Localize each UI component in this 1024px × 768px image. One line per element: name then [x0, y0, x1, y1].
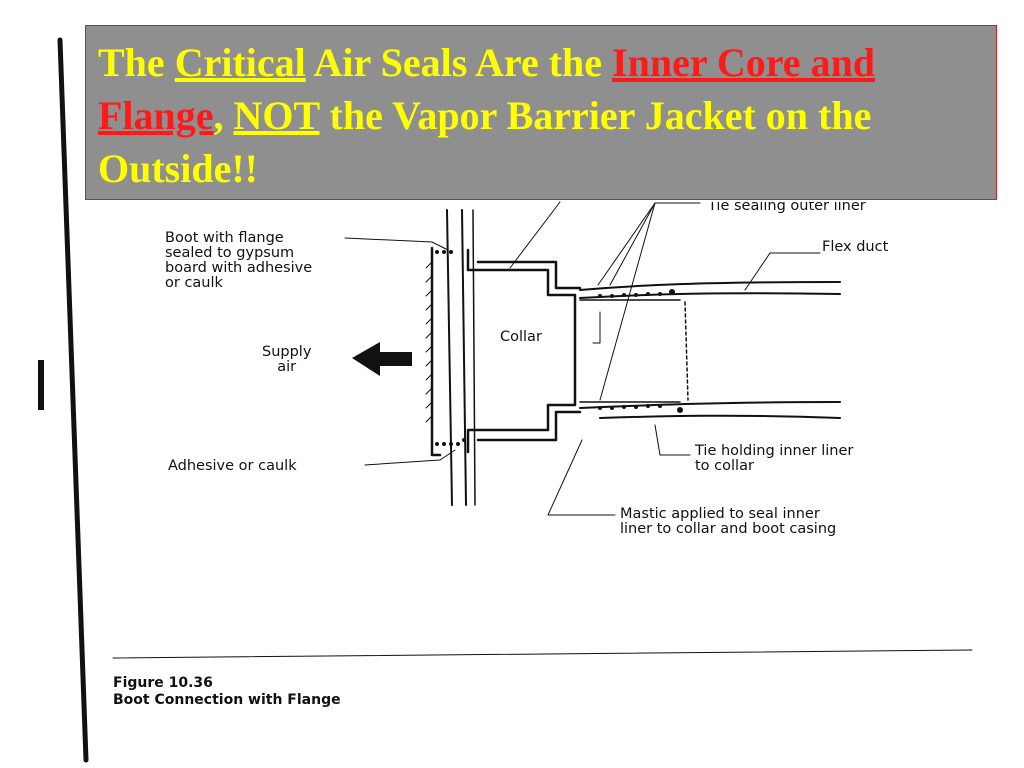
callout-text-1: The [98, 40, 175, 85]
leader-lines [344, 201, 821, 516]
callout-not: NOT [233, 93, 320, 138]
label-collar: Collar [500, 329, 542, 345]
supply-air-arrow [352, 342, 412, 376]
figure-caption: Figure 10.36 Boot Connection with Flange [113, 675, 341, 709]
page-binding-edge [57, 37, 89, 763]
label-supply-air: Supply air [262, 344, 312, 375]
figure-number: Figure 10.36 [113, 675, 213, 691]
sealant-dots [435, 250, 683, 446]
label-adhesive-caulk: Adhesive or caulk [168, 458, 297, 474]
callout-text-4: the Vapor Barrier Jacket on the Outside!… [98, 93, 872, 191]
callout-critical: Critical [174, 40, 306, 85]
callout-inner-core-flange: Inner Core and Flange [98, 40, 876, 138]
grille-hatching [425, 261, 433, 423]
callout-text-3: , [213, 93, 234, 138]
callout-text-2: Air Seals Are the [305, 40, 613, 85]
boot-casing [430, 246, 582, 457]
label-flex-duct: Flex duct [822, 239, 889, 255]
label-tie-outer-liner: Tie sealing outer liner [708, 198, 866, 214]
critical-seals-callout: The Critical Air Seals Are the Inner Cor… [85, 25, 997, 200]
gypsum-wall [446, 209, 476, 506]
label-mastic: Mastic applied to seal inner liner to co… [620, 506, 837, 537]
label-tie-inner-liner: Tie holding inner liner to collar [695, 443, 854, 474]
figure-title: Boot Connection with Flange [113, 692, 341, 708]
bottom-rule [112, 649, 973, 659]
side-mark [38, 360, 44, 410]
collar [579, 299, 689, 403]
label-boot-flange: Boot with flange sealed to gypsum board … [165, 230, 313, 291]
flex-duct [579, 281, 841, 419]
